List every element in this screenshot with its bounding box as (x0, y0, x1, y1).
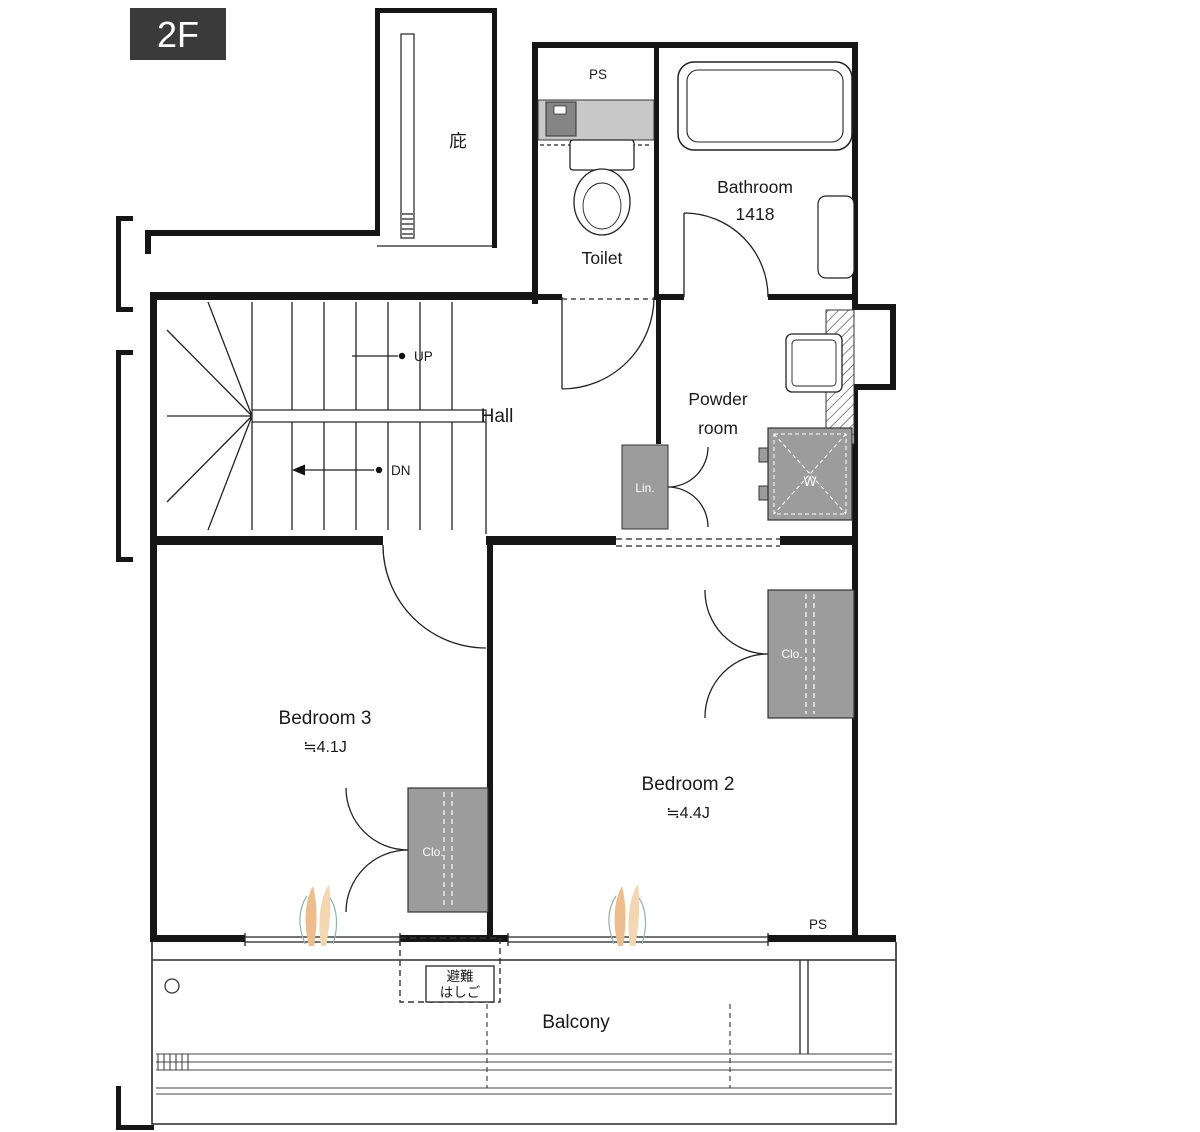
up-label: UP (414, 349, 433, 364)
closet-door-arcs (704, 589, 769, 719)
bedroom3-closet: Clo. (345, 787, 489, 913)
staircase: UP DN (166, 301, 487, 534)
closet-pole-dashed (805, 594, 815, 714)
south-windows (244, 883, 769, 947)
washer-tab (758, 447, 769, 463)
bedroom3: Clo. Bedroom 3 ≒4.1J (279, 544, 489, 913)
escape-hatch-label-box (425, 965, 495, 1003)
bedroom3-closet-label: Clo. (422, 845, 443, 859)
escape-hatch: 避難 はしご (399, 937, 501, 1003)
toilet-bowl-icon (573, 168, 631, 236)
canopy: 庇 (377, 33, 492, 247)
linen-box (621, 444, 669, 530)
down-dot-icon (375, 466, 383, 474)
bedroom2-label: Bedroom 2 (642, 774, 735, 795)
bedroom2-closet-label: Clo. (781, 647, 802, 661)
bathtub-inner (686, 69, 844, 143)
balcony: 避難 はしご Balcony (151, 937, 897, 1125)
washer-body (767, 427, 853, 521)
balcony-partition (799, 960, 809, 1054)
floor-tag-box (130, 8, 226, 60)
bathroom-size-label: 1418 (736, 204, 775, 224)
canopy-label: 庇 (449, 131, 467, 151)
washer-tab (758, 485, 769, 501)
hall: Hall (481, 296, 780, 547)
linen-door-arcs (667, 446, 709, 528)
canopy-post (400, 33, 415, 239)
bedroom3-door-arc (382, 544, 487, 649)
floor-tag-label: 2F (157, 14, 199, 55)
washbasin-inner (791, 339, 837, 387)
expansion-joint-dashed (486, 1004, 731, 1088)
balcony-railing (156, 1053, 892, 1095)
closet-box (407, 787, 489, 913)
balcony-outline (151, 942, 897, 1125)
faucet-icon (553, 105, 567, 115)
stair-down-marker: DN (292, 463, 411, 478)
toilet-bowl-inner (582, 182, 622, 230)
washer-cross-dashed (773, 433, 847, 515)
bathroom: Bathroom 1418 (677, 61, 855, 298)
down-label: DN (391, 463, 411, 478)
escape-hatch-label-2: はしご (440, 985, 481, 1000)
canopy-hatch (402, 213, 413, 235)
floor-tag: 2F (130, 8, 226, 60)
linen-label: Lin. (635, 481, 654, 495)
bedroom3-size-label: ≒4.1J (303, 739, 347, 756)
washing-machine-icon: W (758, 427, 853, 521)
closet-box (767, 589, 855, 719)
down-arrow-icon (292, 464, 305, 476)
bedroom2-ps-label: PS (809, 917, 827, 932)
powder-room: W Powder room (688, 309, 855, 521)
washer-label: W (804, 474, 817, 489)
bathroom-door-arc (683, 212, 769, 298)
hall-label: Hall (481, 406, 514, 427)
stair-handrail (251, 409, 487, 423)
washer-inner-dashed (773, 433, 847, 515)
escape-hatch-label-1: 避難 (447, 969, 474, 984)
bedroom2-size-label: ≒4.4J (666, 805, 710, 822)
bedroom2: Clo. Bedroom 2 ≒4.4J PS (642, 589, 855, 932)
up-dot-icon (398, 352, 406, 360)
powder-room-label-2: room (698, 418, 738, 438)
bath-counter-icon (817, 195, 855, 279)
bedroom3-label: Bedroom 3 (279, 708, 372, 729)
toilet-label: Toilet (582, 248, 623, 268)
toilet-ps-label: PS (589, 67, 607, 82)
stair-up-marker: UP (352, 349, 433, 364)
closet-pole-dashed (443, 792, 453, 908)
toilet-room: PS Toilet (537, 67, 655, 268)
linen-closet: Lin. (621, 444, 709, 530)
washbasin-icon (785, 333, 843, 393)
railing-hatch-ticks (157, 1054, 189, 1070)
balcony-label: Balcony (542, 1012, 610, 1033)
bedroom2-closet: Clo. (704, 589, 855, 719)
powder-room-label-1: Powder (688, 389, 748, 409)
opening-dashed-line (616, 538, 780, 547)
bathtub-icon (677, 61, 853, 151)
toilet-tank-icon (569, 139, 635, 171)
closet-door-arcs (345, 787, 409, 913)
toilet-door-arc (561, 296, 655, 390)
drain-icon (164, 978, 180, 994)
bathroom-label: Bathroom (717, 177, 793, 197)
